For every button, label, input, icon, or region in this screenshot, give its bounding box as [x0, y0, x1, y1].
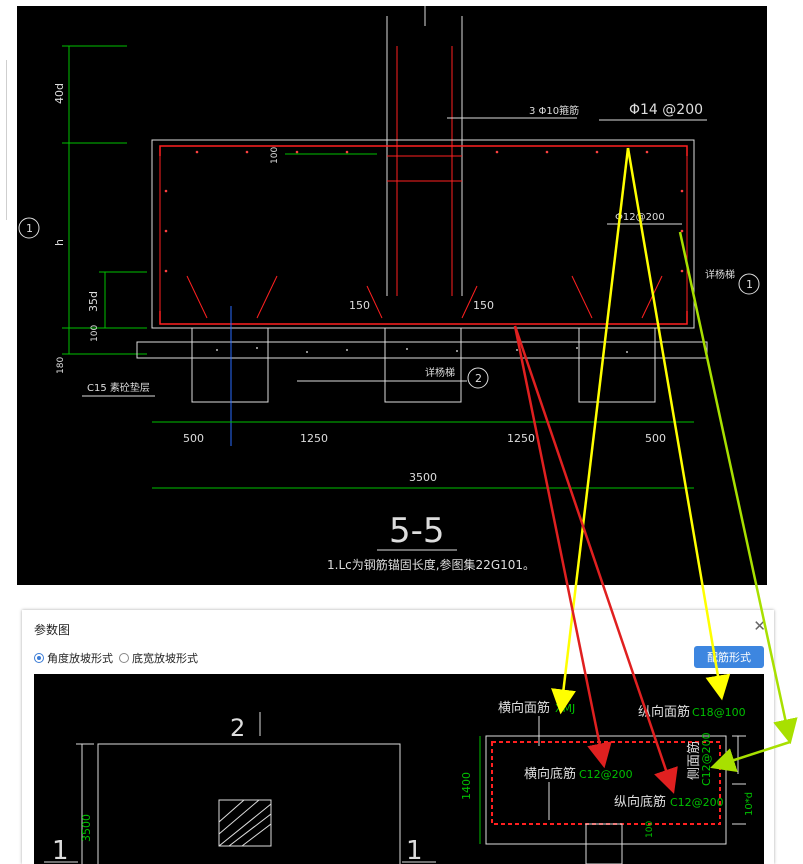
param-marker-1-left: 1 [52, 836, 69, 864]
marker-2: 2 [475, 372, 482, 385]
label-top-bar: Φ14 @200 [629, 102, 703, 118]
drawing-note: 1.Lc为钢筋锚固长度,参图集22G101。 [327, 557, 535, 572]
radio-angle[interactable]: 角度放坡形式 [34, 650, 113, 666]
param-dim-10d: 10*d [744, 792, 755, 816]
dialog-title: 参数图 [34, 623, 71, 637]
marker-1-right: 1 [746, 278, 753, 291]
config-button[interactable]: 配筋形式 [694, 646, 764, 668]
dim-100-small: 100 [270, 147, 280, 164]
dim-150-b: 150 [473, 299, 494, 312]
radio-width-label: 底宽放坡形式 [132, 652, 198, 665]
radio-angle-label: 角度放坡形式 [47, 652, 113, 665]
section-title: 5-5 [389, 511, 445, 551]
dim-1250-a: 1250 [300, 432, 328, 445]
dim-500-a: 500 [183, 432, 204, 445]
radio-checked-icon [34, 653, 44, 663]
lbl-hx-face: 横向面筋 [498, 700, 550, 716]
param-dim-3500: 3500 [80, 814, 93, 842]
val-zx-bottom: C12@200 [670, 796, 724, 809]
param-marker-1-right: 1 [406, 836, 423, 864]
radio-width[interactable]: 底宽放坡形式 [119, 650, 198, 666]
dim-40d: 40d [53, 83, 66, 104]
dim-35d: 35d [87, 291, 100, 312]
param-drawing: 2 3500 1 1 1400 横向面筋 XMJ 纵向面筋 C18@100 横向… [34, 674, 764, 864]
param-svg: 2 3500 1 1 1400 横向面筋 XMJ 纵向面筋 C18@100 横向… [44, 700, 755, 864]
section-marker-mid [467, 367, 489, 389]
close-icon[interactable]: ✕ [753, 617, 766, 635]
val-hx-bottom: C12@200 [579, 768, 633, 781]
label-c15: C15 素砼垫层 [87, 381, 150, 394]
param-dim-100: 100 [645, 821, 655, 838]
cushion-layer [136, 341, 708, 359]
lbl-hx-bottom: 横向底筋 [524, 766, 576, 782]
dim-150-a: 150 [349, 299, 370, 312]
val-zx-face: C18@100 [692, 706, 746, 719]
dim-100: 100 [90, 325, 100, 342]
dim-h: h [53, 239, 66, 246]
label-3c10: 3 Φ10箍筋 [529, 104, 579, 117]
label-mid: 详杨梯 [425, 366, 455, 379]
param-dialog: 参数图 ✕ 角度放坡形式 底宽放坡形式 配筋形式 2 3500 1 1 1400… [22, 610, 774, 864]
dim-1250-b: 1250 [507, 432, 535, 445]
left-edge-strip [0, 60, 7, 220]
param-section-rebar [491, 741, 721, 825]
dim-500-b: 500 [645, 432, 666, 445]
section-marker-left [18, 217, 40, 239]
dim-3500: 3500 [409, 471, 437, 484]
top-rebar [159, 145, 688, 156]
param-pile [585, 823, 623, 864]
val-hx-face: XMJ [555, 702, 575, 715]
dim-180: 180 [56, 357, 66, 374]
param-marker-2: 2 [230, 714, 245, 742]
slope-mode-group: 角度放坡形式 底宽放坡形式 [34, 650, 204, 666]
bottom-rebar [159, 311, 688, 325]
param-column-hatch [218, 799, 272, 847]
radio-unchecked-icon [119, 653, 129, 663]
marker-1-left: 1 [26, 222, 33, 235]
label-detail: 详杨梯 [705, 268, 735, 281]
val-side: C12@200 [700, 732, 713, 786]
lbl-zx-bottom: 纵向底筋 [614, 794, 666, 810]
cad-section-drawing: 40d h 35d 100 180 1 100 3 Φ10箍筋 Φ14 @200… [17, 6, 767, 585]
lbl-side: 侧面筋 [686, 741, 702, 780]
label-side-bar: Φ12@200 [615, 212, 665, 223]
section-svg: 40d h 35d 100 180 1 100 3 Φ10箍筋 Φ14 @200… [18, 6, 760, 572]
lbl-zx-face: 纵向面筋 [638, 704, 690, 720]
param-footing-plan [97, 743, 401, 864]
param-dim-1400: 1400 [460, 772, 473, 800]
